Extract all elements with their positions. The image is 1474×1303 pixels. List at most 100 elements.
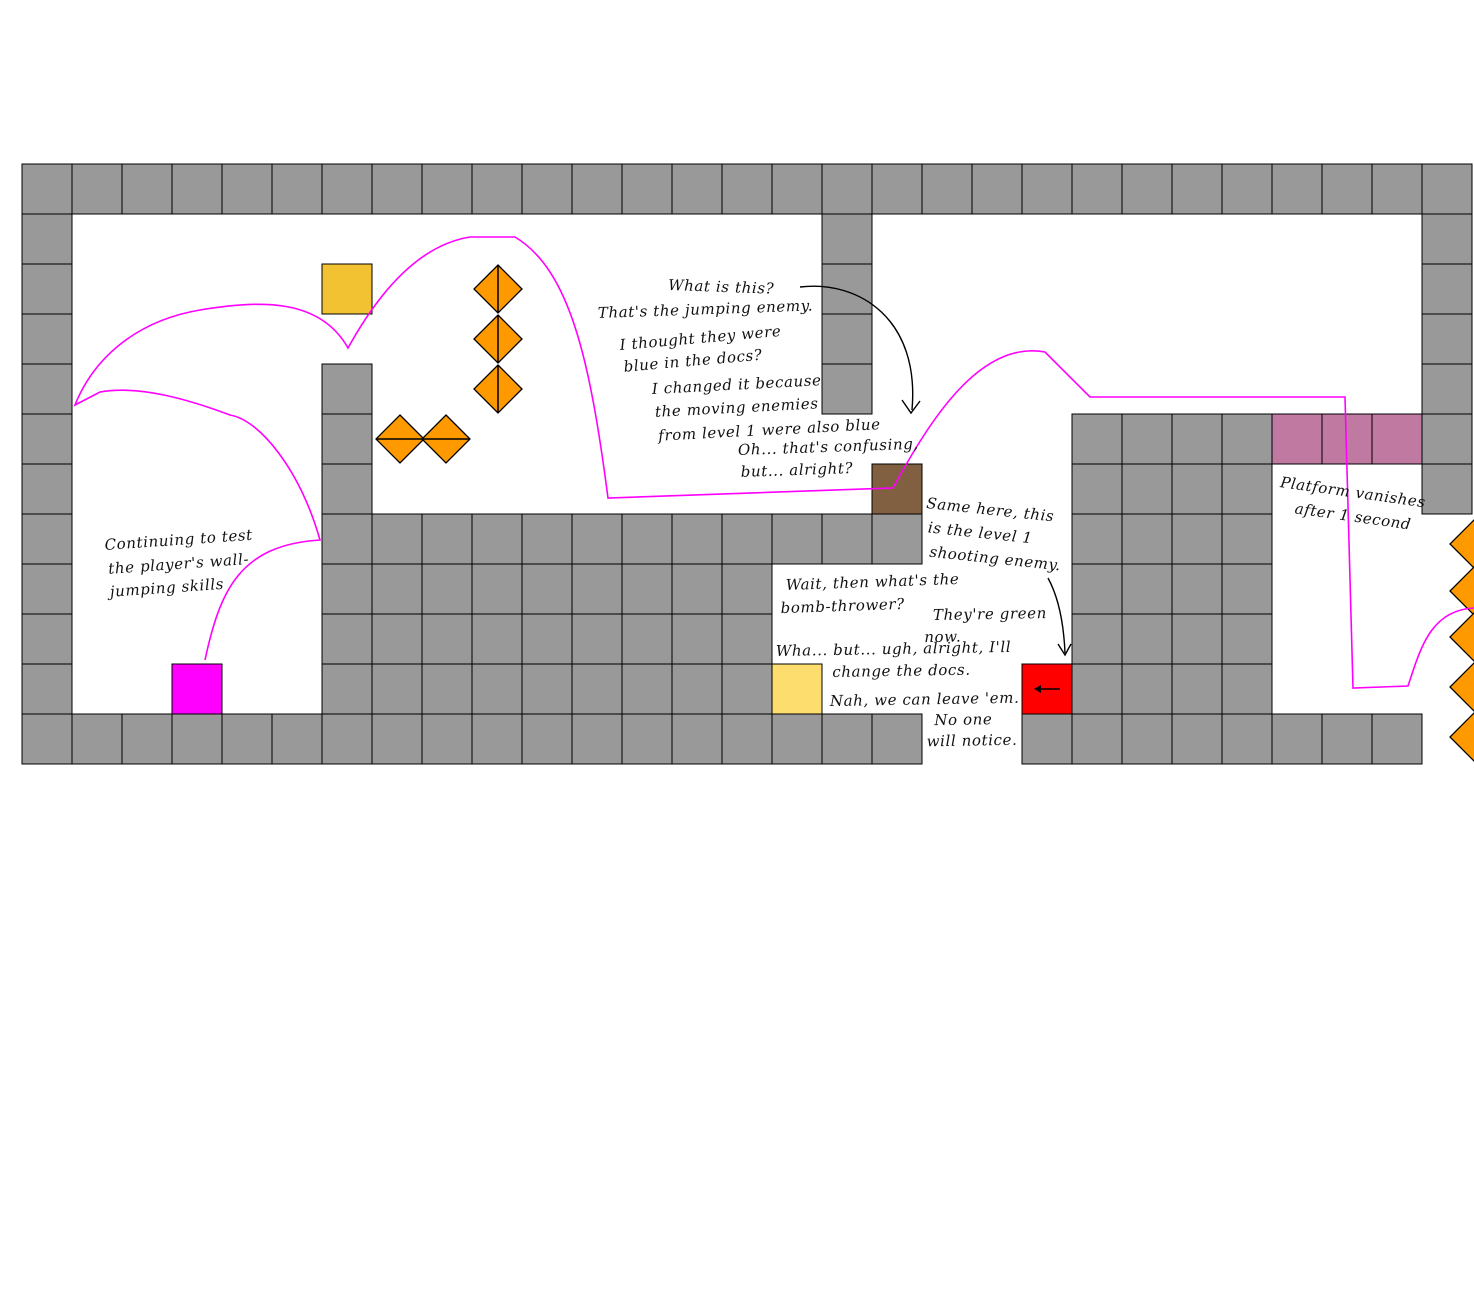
wall-tile [21,313,73,365]
note-wall-jump: Continuing to test the player's wall- ju… [103,525,262,601]
wall-tile [671,663,723,715]
wall-tile [321,363,373,415]
wall-tile [1021,713,1073,765]
wall-tile [721,563,773,615]
note-leave-em: Nah, we can leave 'em. No one will notic… [829,689,1026,752]
wall-tile [21,263,73,315]
wall-tile [721,613,773,665]
wall-tile [1221,713,1273,765]
wall-tile [1221,613,1273,665]
note-line: the player's wall- [108,550,250,578]
wall-tile [721,163,773,215]
wall-tile [1071,563,1123,615]
note-line: Wait, then what's the [786,570,960,594]
wall-tile [1421,213,1473,265]
wall-tile [321,163,373,215]
wall-tile [1121,613,1173,665]
wall-tile [521,663,573,715]
note-what-is-this: What is this? [668,276,775,298]
wall-tile [821,513,873,565]
spike-hazard [1449,566,1474,616]
wall-tile [971,163,1023,215]
wall-tile [1121,163,1173,215]
wall-tile [21,513,73,565]
wall-tile [771,713,823,765]
wall-tile [371,613,423,665]
wall-tile [271,713,323,765]
wall-tiles [21,163,1473,765]
wall-tile [471,663,523,715]
arrow-to-shooting-enemy [1047,577,1066,654]
wall-tile [1171,463,1223,515]
wall-tile [1171,563,1223,615]
arrow-left-icon [1034,685,1041,693]
wall-tile [821,713,873,765]
wall-tile [371,163,423,215]
wall-tile [1071,513,1123,565]
note-line: bomb-thrower? [780,595,905,617]
wall-tile [1171,713,1223,765]
wall-tile [221,713,273,765]
vanishing-platform [1371,413,1423,465]
wall-tile [21,413,73,465]
note-line: the moving enemies [655,394,819,421]
wall-tile [571,613,623,665]
wall-tile [1271,163,1323,215]
wall-tile [21,463,73,515]
note-line: I changed it because [650,371,822,398]
wall-tile [521,163,573,215]
wall-tile [871,713,923,765]
wall-tile [671,713,723,765]
wall-tile [21,663,73,715]
wall-tile [1221,163,1273,215]
wall-tile [1421,313,1473,365]
spike-hazard [473,264,523,314]
note-platform-vanishes: Platform vanishes after 1 second [1275,473,1432,536]
wall-tile [421,713,473,765]
wall-tile [371,713,423,765]
wall-tile [21,613,73,665]
wall-tile [421,563,473,615]
wall-tile [471,613,523,665]
wall-tile [571,513,623,565]
wall-tile [1071,613,1123,665]
wall-tile [521,513,573,565]
wall-tile [371,563,423,615]
note-line: now. [924,628,961,647]
wall-tile [1171,163,1223,215]
wall-tile [321,663,373,715]
player-start [171,663,223,715]
wall-tile [321,413,373,465]
wall-tile [821,363,873,415]
note-same-here: Same here, this is the level 1 shooting … [921,494,1067,574]
note-line: change the docs. [832,661,971,681]
wall-tile [621,613,673,665]
wall-tile [421,513,473,565]
spike-hazard [1449,712,1474,762]
wall-tile [821,213,873,265]
wall-tile [71,163,123,215]
wall-tile [771,513,823,565]
wall-tile [171,163,223,215]
wall-tile [421,613,473,665]
wall-tile [421,663,473,715]
arrow-head-jumping [901,399,921,415]
wall-tile [471,713,523,765]
wall-tile [521,713,573,765]
wall-tile [1421,413,1473,465]
arrow-head-shooting [1057,643,1072,657]
wall-tile [171,713,223,765]
wall-tile [1221,663,1273,715]
wall-tile [621,663,673,715]
wall-tile [821,263,873,315]
spike-hazards [375,264,1474,762]
wall-tile [721,713,773,765]
spike-hazard [1449,519,1474,569]
wall-tile [1421,363,1473,415]
wall-tile [621,513,673,565]
spike-hazard [473,314,523,364]
wall-tile [721,513,773,565]
wall-tile [671,163,723,215]
wall-tile [621,713,673,765]
note-line: is the level 1 [927,518,1033,547]
